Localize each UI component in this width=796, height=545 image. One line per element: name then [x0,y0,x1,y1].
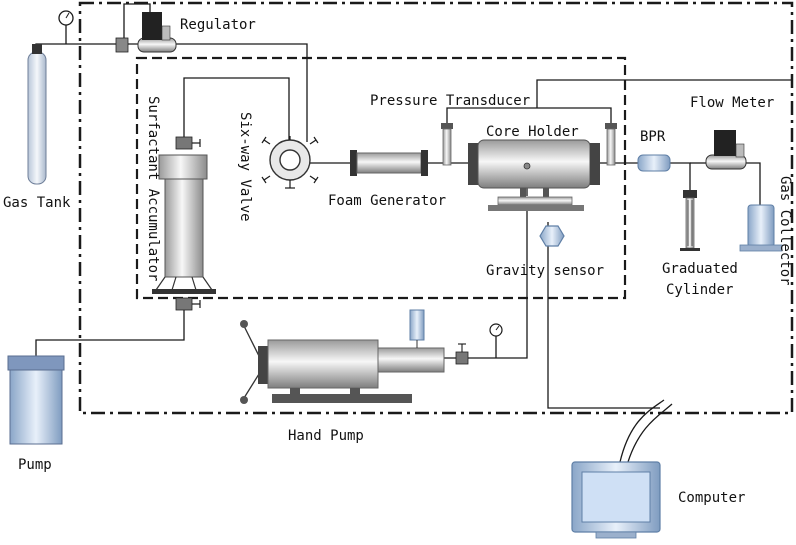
computer-monitor-icon [571,461,661,539]
hex-sensor-icon [539,225,565,247]
valve-icon [175,136,193,150]
graduated-cylinder [680,190,700,251]
graduated-cylinder-label-line2: Cylinder [666,282,734,298]
hand-pump-label: Hand Pump [288,428,364,444]
core-holder [468,139,600,211]
flow-meter-label: Flow Meter [690,95,775,111]
regulator-label: Regulator [180,17,256,33]
regulator [115,12,177,53]
piping [35,3,792,463]
outer-system-boundary [78,1,794,415]
gas-tank-label: Gas Tank [3,195,71,211]
bpr [637,154,671,172]
valve-icon [115,37,129,53]
pressure-transducer [441,123,617,166]
gravity-sensor-label: Gravity sensor [486,263,605,279]
valve-icon [455,351,469,365]
foam-generator-label: Foam Generator [328,193,447,209]
hand-pump [240,309,469,404]
valve-icon [175,297,193,311]
inner-system-boundary [135,56,627,300]
computer-label: Computer [678,490,746,506]
pressure-gauge-icon [489,323,503,337]
surfactant-accumulator-label: Surfactant Accumulator [145,96,161,282]
foam-generator [350,150,428,176]
gas-collector [739,204,783,252]
bpr-label: BPR [640,129,666,145]
surfactant-accumulator [152,136,216,311]
core-holder-label: Core Holder [486,124,579,140]
flow-meter [705,130,747,170]
gas-collector-label: Gas Collector [777,176,793,286]
pump-label: Pump [18,457,52,473]
graduated-cylinder-label-line1: Graduated [662,261,738,277]
pump [7,355,65,445]
pressure-transducer-label: Pressure Transducer [370,93,531,109]
six-way-valve-label: Six-way Valve [237,112,253,222]
gas-cylinder-icon [27,44,47,185]
six-way-valve-icon [261,136,319,189]
pressure-gauge-icon [58,10,74,26]
